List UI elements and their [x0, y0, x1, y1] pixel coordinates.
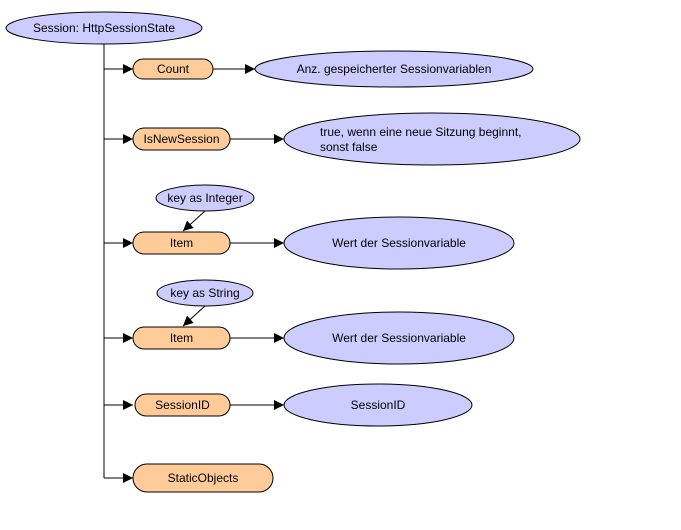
description-label-item-integer: Wert der Sessionvariable: [332, 236, 466, 250]
property-staticobjects: [132, 463, 274, 493]
description-label-isnewsession-line1: true, wenn eine neue Sitzung beginnt,: [320, 125, 522, 139]
property-label-item-string: Item: [169, 331, 194, 345]
property-label-isnewsession: IsNewSession: [143, 132, 220, 146]
root-label: Session: HttpSessionState: [32, 21, 176, 35]
parameter-label-key-integer: key as Integer: [167, 191, 243, 205]
property-label-count: Count: [156, 62, 190, 76]
description-sessionid: [283, 383, 473, 427]
arrow-key-integer: [182, 210, 206, 232]
description-item-string: [283, 311, 515, 365]
description-item-integer: [283, 216, 515, 270]
property-label-sessionid: SessionID: [155, 398, 210, 412]
description-label-sessionid: SessionID: [350, 398, 406, 412]
description-isnewsession: [283, 112, 581, 166]
description-label-count: Anz. gespeicherter Sessionvariablen: [296, 62, 492, 76]
property-label-staticobjects: StaticObjects: [167, 471, 239, 485]
arrow-key-string: [182, 305, 206, 327]
description-label-isnewsession-line2: sonst false: [320, 140, 378, 154]
description-count: [254, 50, 534, 88]
description-label-item-string: Wert der Sessionvariable: [332, 331, 466, 345]
property-label-item-integer: Item: [169, 236, 194, 250]
parameter-label-key-string: key as String: [170, 286, 240, 300]
